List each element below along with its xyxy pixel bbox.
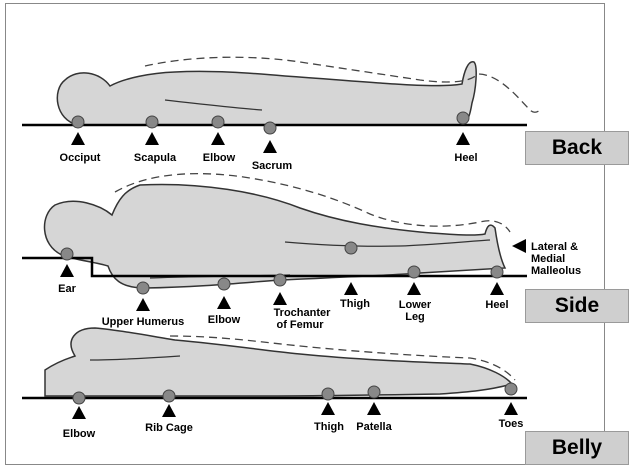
marker-thigh-belly bbox=[321, 402, 335, 415]
label-sacrum: Sacrum bbox=[252, 160, 293, 172]
label-thigh-side: Thigh bbox=[340, 298, 370, 310]
label-upper-humerus: Upper Humerus bbox=[102, 316, 185, 328]
belly-position-figure bbox=[22, 328, 527, 398]
label-ear: Ear bbox=[58, 283, 76, 295]
marker-ear bbox=[60, 264, 74, 277]
marker-heel-side bbox=[490, 282, 504, 295]
marker-lower-leg bbox=[407, 282, 421, 295]
position-label-back: Back bbox=[525, 131, 629, 165]
label-medial: Medial bbox=[531, 253, 565, 265]
belly-body-silhouette bbox=[45, 328, 512, 396]
marker-occiput bbox=[71, 132, 85, 145]
label-lower: Lower bbox=[399, 299, 432, 311]
marker-toes bbox=[504, 402, 518, 415]
side-position-figure bbox=[22, 174, 527, 288]
point-occiput bbox=[72, 116, 84, 128]
label-rib-cage: Rib Cage bbox=[145, 422, 193, 434]
label-heel-back: Heel bbox=[454, 152, 477, 164]
label-trochanter: Trochanter bbox=[274, 307, 332, 319]
point-heel-side bbox=[491, 266, 503, 278]
label-elbow-belly: Elbow bbox=[63, 428, 96, 440]
label-toes: Toes bbox=[499, 418, 524, 430]
marker-rib-cage bbox=[162, 404, 176, 417]
marker-scapula bbox=[145, 132, 159, 145]
point-elbow-side bbox=[218, 278, 230, 290]
point-rib-cage bbox=[163, 390, 175, 402]
label-lateral: Lateral & bbox=[531, 241, 578, 253]
point-heel-back bbox=[457, 112, 469, 124]
marker-elbow-side bbox=[217, 296, 231, 309]
point-ear bbox=[61, 248, 73, 260]
marker-malleolus bbox=[512, 239, 526, 253]
point-scapula bbox=[146, 116, 158, 128]
point-thigh-side bbox=[345, 242, 357, 254]
marker-upper-humerus bbox=[136, 298, 150, 311]
point-elbow-belly bbox=[73, 392, 85, 404]
label-thigh-belly: Thigh bbox=[314, 421, 344, 433]
label-patella: Patella bbox=[356, 421, 392, 433]
point-toes bbox=[505, 383, 517, 395]
label-elbow-back: Elbow bbox=[203, 152, 236, 164]
label-elbow-side: Elbow bbox=[208, 314, 241, 326]
marker-trochanter bbox=[273, 292, 287, 305]
label-malleolus: Malleolus bbox=[531, 265, 581, 277]
position-label-belly: Belly bbox=[525, 431, 629, 465]
marker-patella bbox=[367, 402, 381, 415]
point-elbow-back bbox=[212, 116, 224, 128]
marker-heel-back bbox=[456, 132, 470, 145]
point-thigh-belly bbox=[322, 388, 334, 400]
marker-thigh-side bbox=[344, 282, 358, 295]
label-scapula: Scapula bbox=[134, 152, 177, 164]
marker-sacrum bbox=[263, 140, 277, 153]
back-body-silhouette bbox=[57, 62, 476, 125]
point-trochanter bbox=[274, 274, 286, 286]
marker-elbow-back bbox=[211, 132, 225, 145]
point-upper-humerus bbox=[137, 282, 149, 294]
label-of-femur: of Femur bbox=[276, 319, 324, 331]
position-label-side: Side bbox=[525, 289, 629, 323]
point-lower-leg bbox=[408, 266, 420, 278]
label-leg: Leg bbox=[405, 311, 425, 323]
label-occiput: Occiput bbox=[60, 152, 101, 164]
side-body-silhouette bbox=[45, 184, 505, 288]
label-heel-side: Heel bbox=[485, 299, 508, 311]
marker-elbow-belly bbox=[72, 406, 86, 419]
point-sacrum bbox=[264, 122, 276, 134]
point-patella bbox=[368, 386, 380, 398]
